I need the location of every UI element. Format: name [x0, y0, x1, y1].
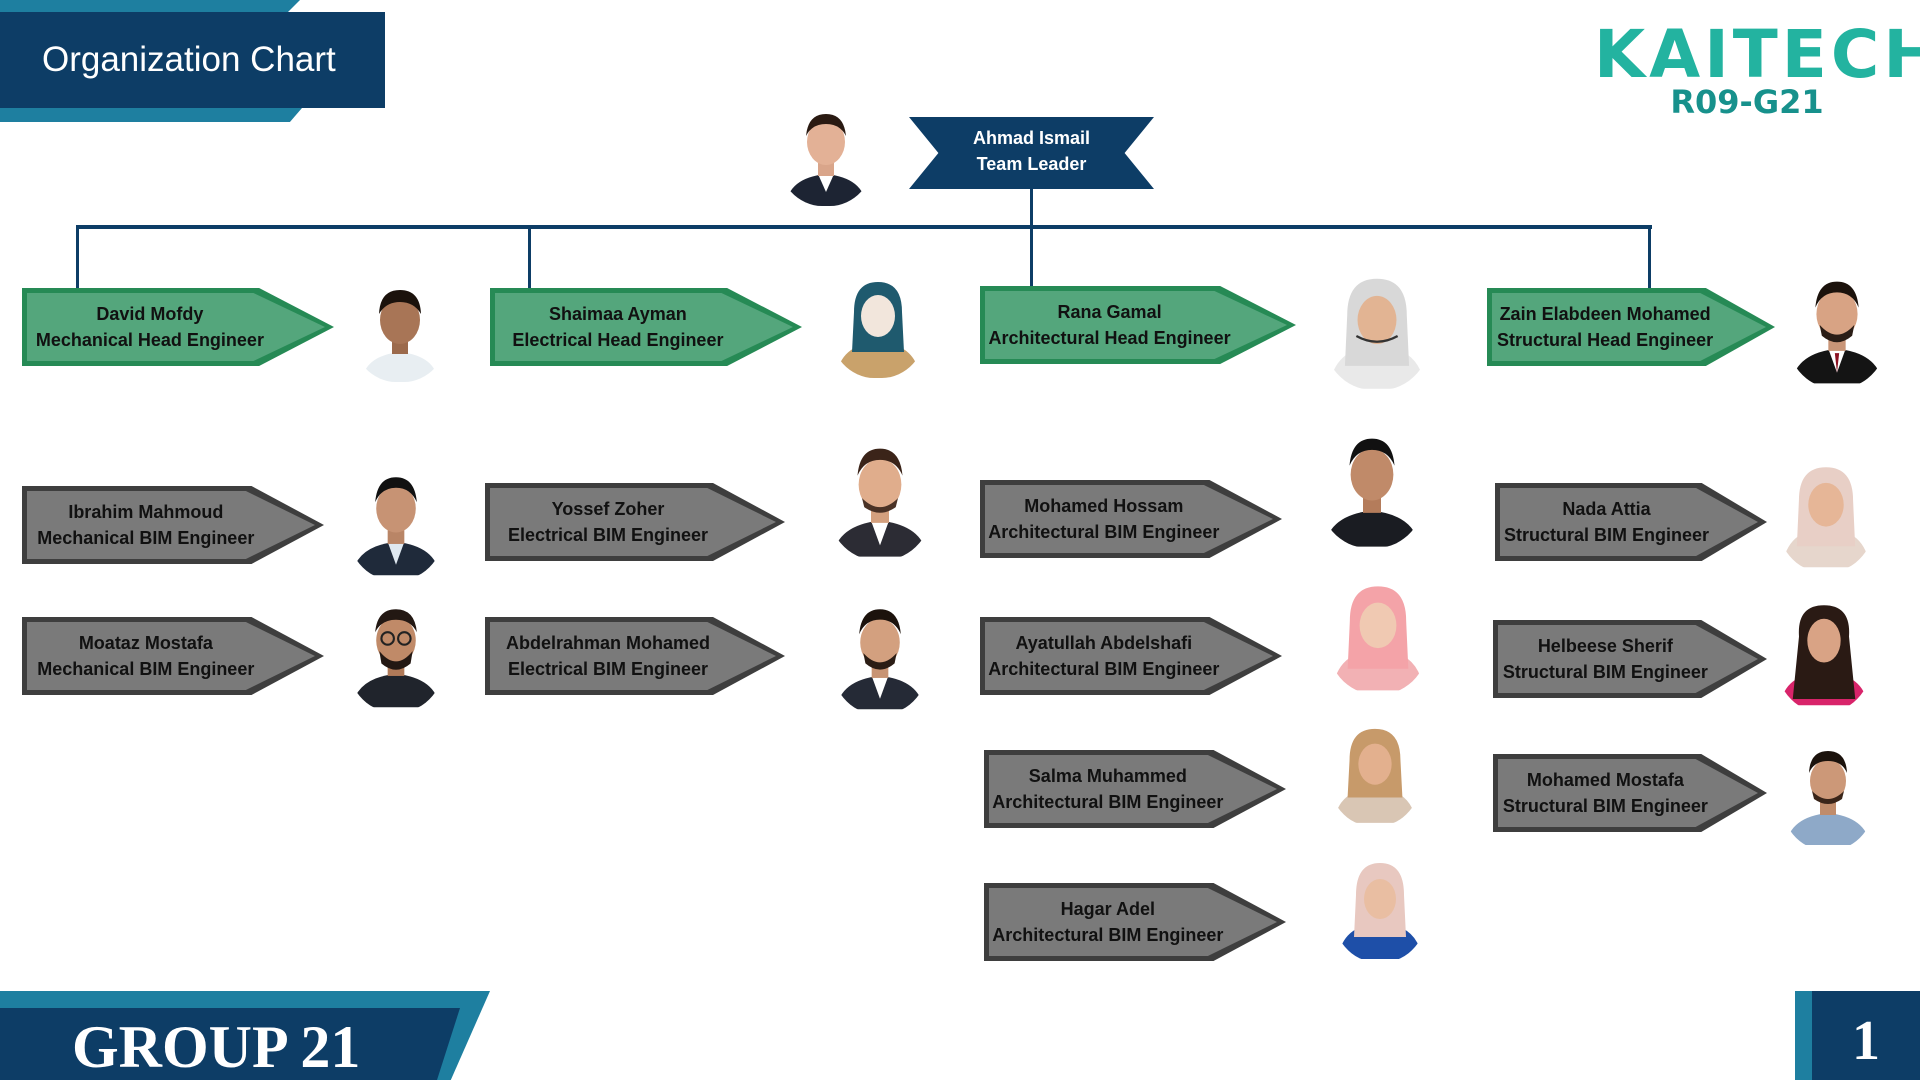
- connector-mechanical: [76, 225, 79, 290]
- avatar-member: [346, 592, 446, 712]
- page-number: 1: [1852, 1010, 1880, 1072]
- title-accent-bar-bottom: [0, 108, 302, 122]
- connector-structural: [1648, 225, 1651, 290]
- avatar-member: [1332, 850, 1428, 962]
- head-name: Zain Elabdeen Mohamed: [1499, 304, 1711, 324]
- avatar-head-architectural: [1322, 266, 1432, 390]
- avatar-member: [1328, 716, 1422, 826]
- avatar-leader: [778, 100, 874, 206]
- head-role: Electrical Head Engineer: [512, 330, 724, 350]
- member-role: Structural BIM Engineer: [1502, 796, 1708, 816]
- logo-group-code: R09-G21: [1670, 83, 1824, 121]
- member-name: Mohamed Hossam: [1024, 496, 1184, 516]
- member-role: Architectural BIM Engineer: [992, 925, 1224, 945]
- member-name: Moataz Mostafa: [78, 633, 213, 653]
- member-role: Architectural BIM Engineer: [988, 659, 1220, 679]
- member-name: Ayatullah Abdelshafi: [1015, 633, 1193, 653]
- member-role: Mechanical BIM Engineer: [37, 528, 255, 548]
- member-name: Nada Attia: [1562, 499, 1651, 519]
- leader-ribbon: Ahmad Ismail Team Leader: [909, 117, 1154, 189]
- member-role: Structural BIM Engineer: [1502, 662, 1708, 682]
- avatar-head-structural: [1785, 264, 1889, 388]
- member-name: Salma Muhammed: [1028, 766, 1187, 786]
- avatar-member: [830, 594, 930, 714]
- head-name: Shaimaa Ayman: [549, 304, 687, 324]
- avatar-member: [1774, 588, 1874, 712]
- avatar-member: [1776, 452, 1876, 572]
- footer-banner: [0, 1008, 460, 1080]
- connector-electrical: [528, 225, 531, 290]
- kaitech-logo-wordmark: KAITECH: [1594, 16, 1920, 93]
- member-role: Structural BIM Engineer: [1504, 525, 1710, 545]
- member-name: Mohamed Mostafa: [1526, 770, 1684, 790]
- page-number-box: [1812, 991, 1920, 1080]
- member-role: Electrical BIM Engineer: [507, 525, 709, 545]
- member-role: Mechanical BIM Engineer: [37, 659, 255, 679]
- group-label: GROUP 21: [72, 1014, 361, 1080]
- head-role: Architectural Head Engineer: [988, 328, 1231, 348]
- head-role: Structural Head Engineer: [1497, 330, 1714, 350]
- leader-role: Team Leader: [976, 154, 1087, 174]
- avatar-member: [826, 434, 934, 560]
- head-role: Mechanical Head Engineer: [35, 330, 264, 350]
- member-name: Yossef Zoher: [551, 499, 665, 519]
- page-title: Organization Chart: [42, 40, 336, 79]
- avatar-member: [1326, 572, 1430, 694]
- member-role: Architectural BIM Engineer: [988, 522, 1220, 542]
- avatar-head-mechanical: [352, 276, 448, 382]
- member-role: Architectural BIM Engineer: [992, 792, 1224, 812]
- title-banner: [0, 12, 385, 108]
- member-name: Abdelrahman Mohamed: [505, 633, 711, 653]
- avatar-member: [1780, 734, 1876, 850]
- head-name: Rana Gamal: [1057, 302, 1162, 322]
- leader-name: Ahmad Ismail: [972, 128, 1091, 148]
- member-name: Helbeese Sherif: [1537, 636, 1673, 656]
- connector-horizontal: [76, 225, 1652, 229]
- member-role: Electrical BIM Engineer: [507, 659, 709, 679]
- member-name: Hagar Adel: [1060, 899, 1155, 919]
- avatar-member: [346, 460, 446, 580]
- member-name: Ibrahim Mahmoud: [68, 502, 224, 522]
- avatar-member: [1318, 426, 1426, 548]
- title-accent-bar-top: [0, 0, 300, 12]
- connector-leader-down: [1030, 189, 1033, 227]
- head-name: David Mofdy: [96, 304, 204, 324]
- avatar-head-electrical: [830, 272, 926, 378]
- connector-architectural: [1030, 225, 1033, 290]
